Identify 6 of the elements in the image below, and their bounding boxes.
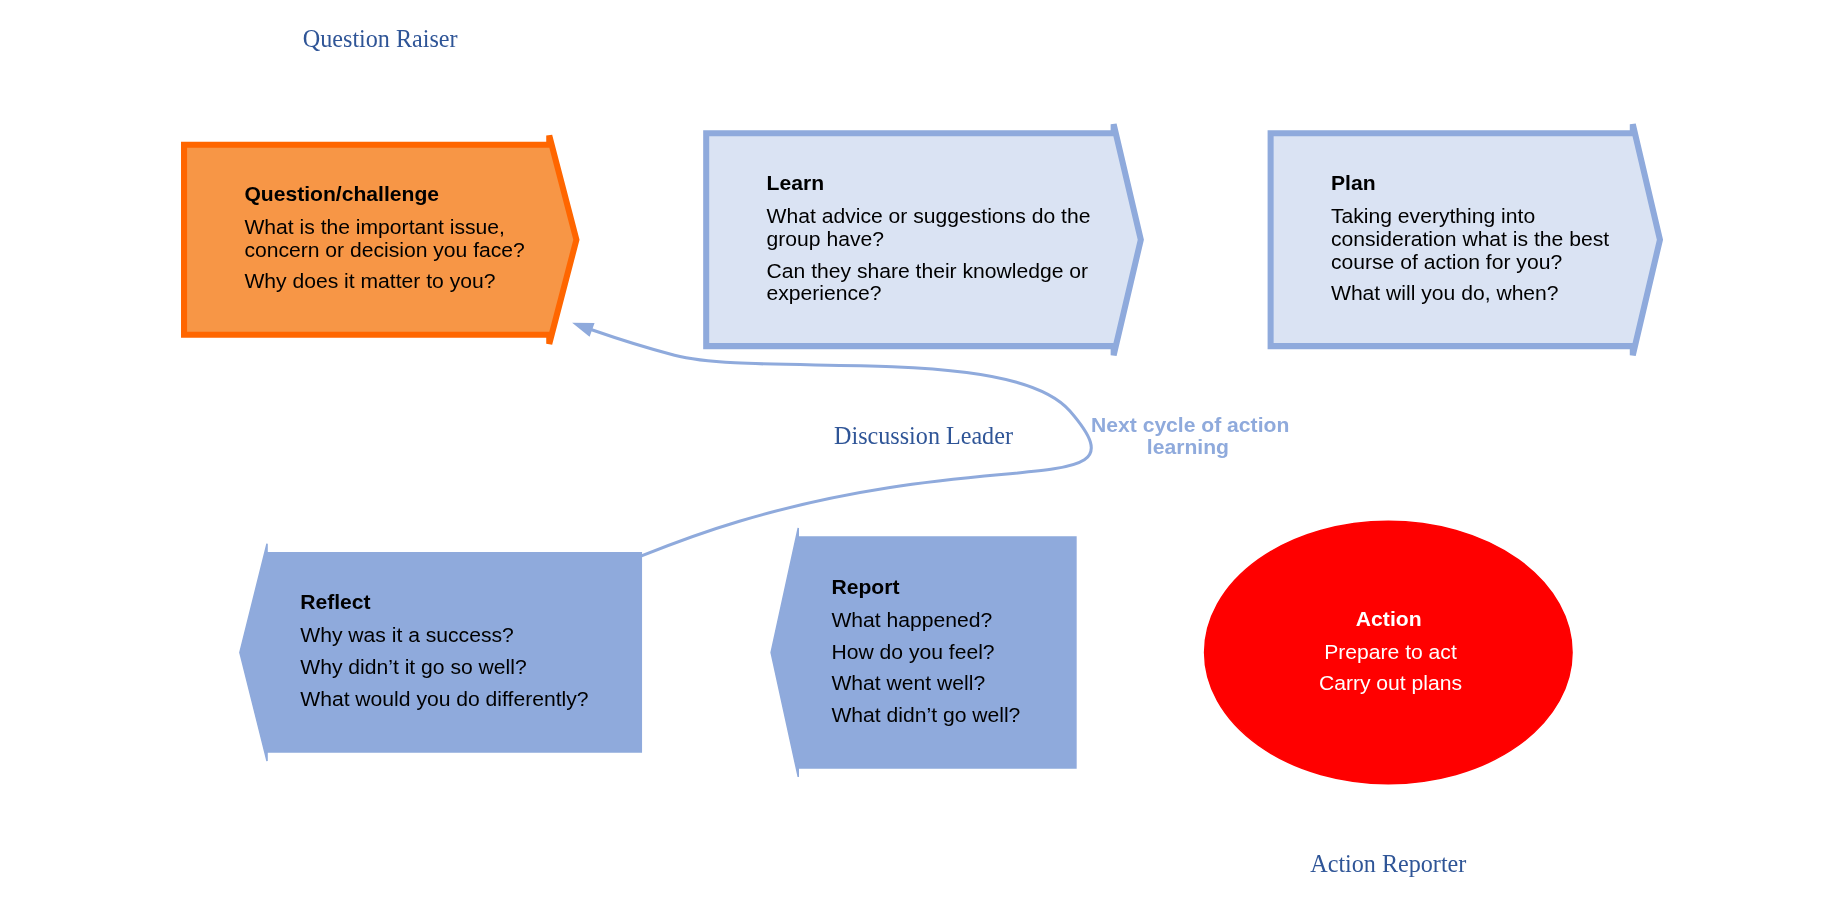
label: Discussion Leader — [833, 421, 1013, 449]
label: Action Reporter — [1309, 850, 1466, 878]
node-ellipse: Action Prepare to act Carry out plans — [1203, 520, 1573, 785]
arrow — [571, 322, 1091, 558]
label: Question Raiser — [302, 25, 458, 53]
edge-label: Next cycle of action learning — [1090, 413, 1289, 458]
